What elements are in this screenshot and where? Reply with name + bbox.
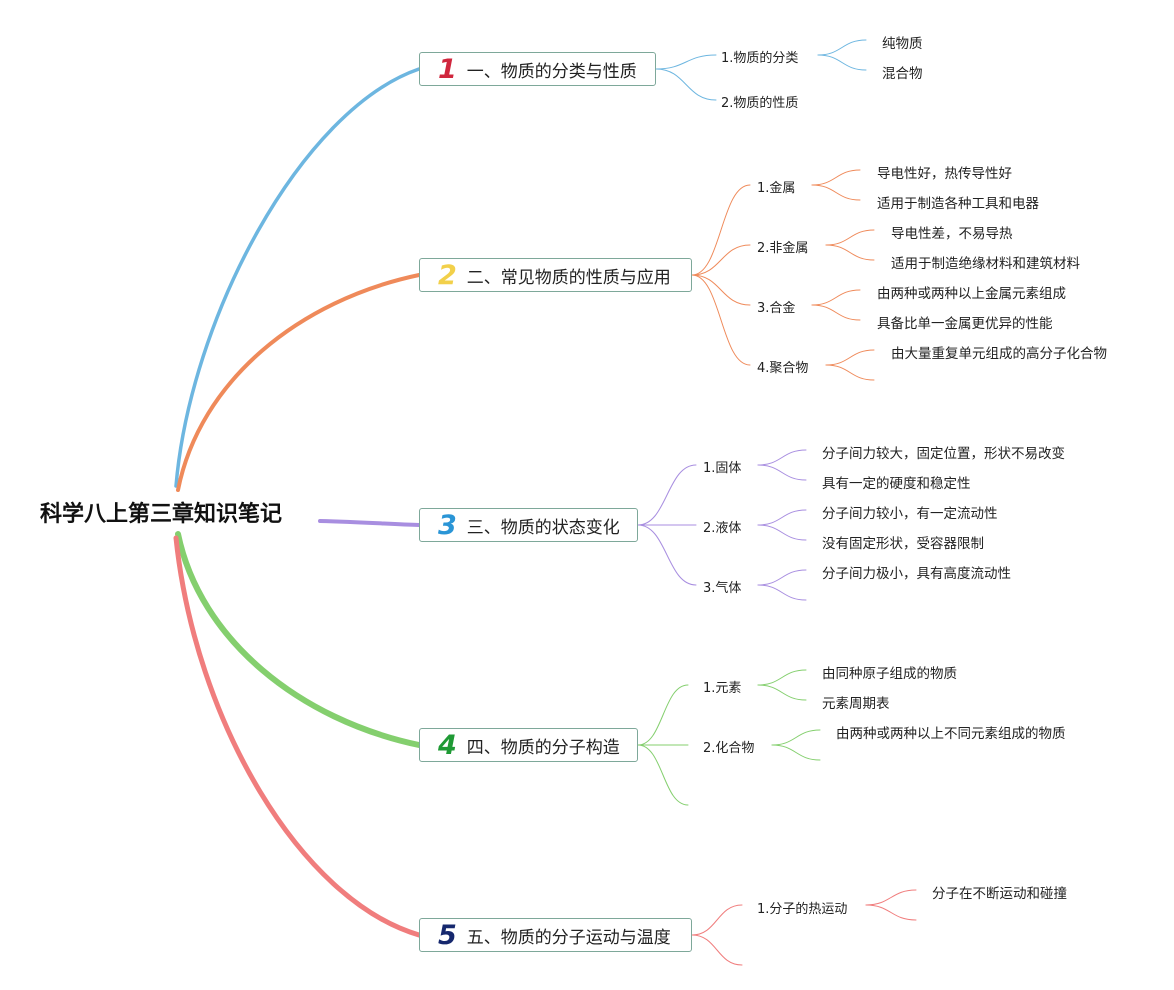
leaf-branch [811, 304, 861, 321]
topic-1-node[interactable]: 1 一、物质的分类与性质 [419, 52, 656, 86]
leaf-label: 分子间力极小，具有高度流动性 [822, 566, 1011, 582]
topic-number-4: 4 [438, 729, 457, 761]
leaf-branch [757, 669, 807, 686]
leaf-branch [817, 39, 867, 56]
subtopic-label: 1.金属 [757, 181, 796, 196]
leaf-label: 适用于制造各种工具和电器 [877, 196, 1039, 212]
topic-label: 二、常见物质的性质与应用 [466, 267, 671, 288]
leaf-label: 由大量重复单元组成的高分子化合物 [891, 346, 1107, 362]
leaf-label: 适用于制造绝缘材料和建筑材料 [891, 256, 1080, 272]
leaf-branch [825, 364, 875, 381]
leaf-label: 分子间力较小，有一定流动性 [822, 506, 998, 522]
leaf-branch [865, 889, 917, 906]
sub-branch [691, 274, 751, 366]
leaf-branch [825, 229, 875, 246]
sub-branch [637, 684, 689, 746]
sub-branch [691, 934, 743, 966]
topic-number-3: 3 [438, 509, 457, 541]
subtopic-label: 1.分子的热运动 [757, 902, 848, 917]
leaf-label: 混合物 [882, 66, 923, 82]
sub-branch [655, 54, 717, 70]
leaf-branch [771, 744, 821, 761]
sub-branch [691, 244, 751, 276]
subtopic-label: 2.化合物 [703, 741, 755, 756]
topic-label: 五、物质的分子运动与温度 [466, 927, 671, 948]
topic-2-node[interactable]: 2 二、常见物质的性质与应用 [419, 258, 692, 292]
main-branch [176, 273, 421, 492]
root-title: 科学八上第三章知识笔记 [40, 502, 283, 527]
leaf-label: 分子间力较大，固定位置，形状不易改变 [822, 446, 1065, 462]
leaf-branch [757, 684, 807, 701]
leaf-branch [757, 449, 807, 466]
subtopic-label: 3.气体 [703, 581, 742, 596]
leaf-label: 由两种或两种以上不同元素组成的物质 [836, 726, 1066, 742]
leaf-branch [865, 904, 917, 921]
topic-number-1: 1 [438, 53, 457, 85]
sub-branch [655, 68, 717, 101]
topic-label: 四、物质的分子构造 [466, 737, 620, 758]
sub-branch [637, 744, 689, 806]
subtopic-label: 2.液体 [703, 521, 742, 536]
topic-3-node[interactable]: 3 三、物质的状态变化 [419, 508, 638, 542]
subtopic-label: 1.元素 [703, 681, 742, 696]
main-branch [173, 535, 422, 938]
leaf-branch [817, 54, 867, 71]
subtopic-label: 3.合金 [757, 301, 796, 316]
leaf-label: 分子在不断运动和碰撞 [932, 886, 1067, 902]
leaf-branch [757, 569, 807, 586]
leaf-branch [811, 169, 861, 186]
sub-branch [691, 274, 751, 306]
leaf-branch [771, 729, 821, 746]
sub-branch [691, 184, 751, 276]
leaf-label: 具有一定的硬度和稳定性 [822, 476, 971, 492]
topic-number-2: 2 [438, 259, 457, 291]
leaf-label: 具备比单一金属更优异的性能 [877, 316, 1053, 332]
leaf-label: 由两种或两种以上金属元素组成 [877, 286, 1066, 302]
leaf-branch [757, 464, 807, 481]
leaf-label: 没有固定形状，受容器限制 [822, 536, 984, 552]
subtopic-label: 1.固体 [703, 461, 742, 476]
leaf-branch [825, 244, 875, 261]
topic-number-5: 5 [438, 919, 457, 951]
leaf-branch [811, 184, 861, 201]
topic-5-node[interactable]: 5 五、物质的分子运动与温度 [419, 918, 692, 952]
topic-label: 三、物质的状态变化 [466, 517, 620, 538]
main-branch [318, 519, 421, 527]
sub-branch [637, 524, 697, 586]
sub-branch [637, 464, 697, 526]
leaf-label: 元素周期表 [822, 696, 890, 712]
leaf-branch [825, 349, 875, 366]
sub-branch [691, 904, 743, 936]
subtopic-label: 2.物质的性质 [721, 96, 799, 111]
leaf-branch [757, 584, 807, 601]
main-branch [175, 531, 422, 748]
main-branch [174, 67, 421, 488]
leaf-label: 由同种原子组成的物质 [822, 666, 957, 682]
leaf-branch [757, 509, 807, 526]
subtopic-label: 4.聚合物 [757, 361, 809, 376]
topic-4-node[interactable]: 4 四、物质的分子构造 [419, 728, 638, 762]
leaf-branch [811, 289, 861, 306]
leaf-branch [757, 524, 807, 541]
topic-label: 一、物质的分类与性质 [466, 61, 637, 82]
leaf-label: 纯物质 [882, 36, 923, 52]
subtopic-label: 2.非金属 [757, 241, 809, 256]
leaf-label: 导电性好，热传导性好 [877, 166, 1012, 182]
subtopic-label: 1.物质的分类 [721, 51, 799, 66]
leaf-label: 导电性差，不易导热 [891, 226, 1013, 242]
